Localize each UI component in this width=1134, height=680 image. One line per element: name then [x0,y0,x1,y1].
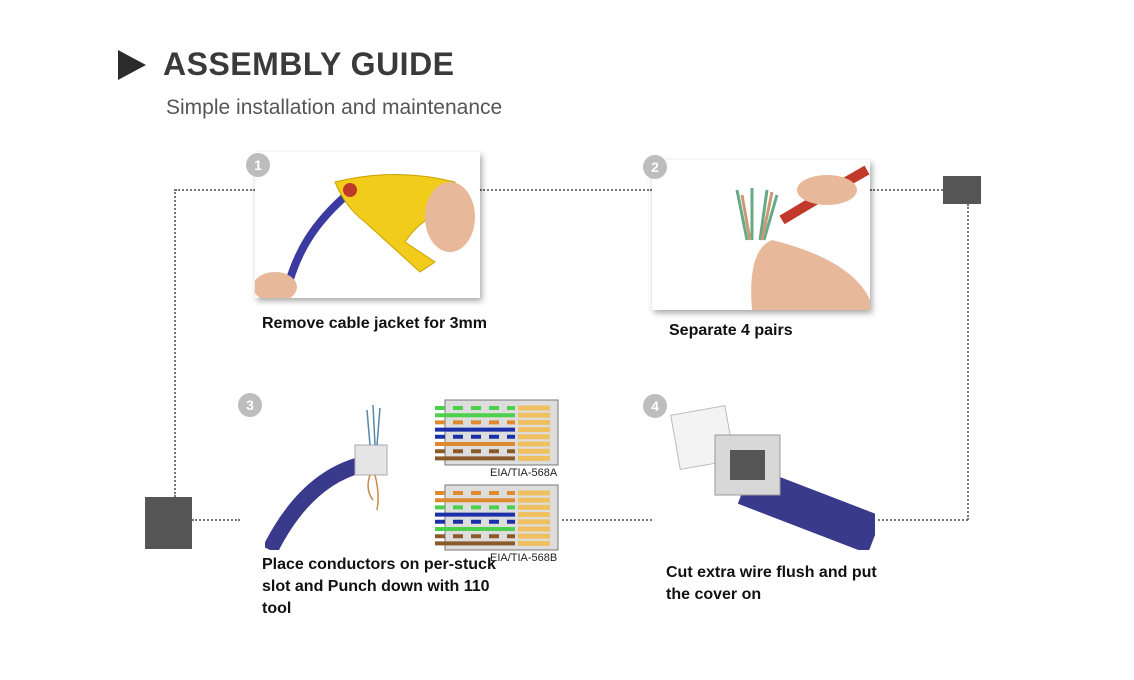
label-568a: EIA/TIA-568A [490,467,558,479]
separating-pairs-image [735,165,870,310]
step1-photo [255,152,480,298]
corner-square [943,176,981,204]
step-badge: 4 [643,394,667,418]
pin [518,519,550,525]
pin [518,533,550,539]
play-triangle-icon [118,50,146,80]
connector-line [192,519,240,521]
pin [518,455,550,461]
pin [518,504,550,510]
connector-line [174,189,176,497]
page-subtitle: Simple installation and maintenance [166,96,503,119]
connector-body [444,484,559,551]
connector-body [444,399,559,466]
pin [518,540,550,546]
step-badge: 3 [238,393,262,417]
pin [518,405,550,411]
pin [518,512,550,518]
wiring-diagrams [435,399,559,551]
connector-line [873,519,968,521]
connector-line [562,519,652,521]
pin [518,497,550,503]
pin [518,427,550,433]
pin [518,490,550,496]
connector-line [175,189,255,191]
finished-jack-image [670,405,875,550]
connector-line [480,189,652,191]
step-badge: 1 [246,153,270,177]
step4-caption: Cut extra wire flush and put the cover o… [666,564,877,603]
page-title: ASSEMBLY GUIDE [163,46,455,82]
keystone-jack-image [265,404,388,550]
pin [518,412,550,418]
pin [518,448,550,454]
corner-square [145,497,192,549]
step1-caption: Remove cable jacket for 3mm [262,315,487,332]
pin [518,441,550,447]
connector-line [870,189,943,191]
pin [518,434,550,440]
pin [518,526,550,532]
cable-stripper-image [255,174,475,298]
step2-caption: Separate 4 pairs [669,322,793,339]
step3-caption: Place conductors on per-stuck slot and P… [262,556,496,617]
step-badge: 2 [643,155,667,179]
step2-photo [652,160,870,310]
label-568b: EIA/TIA-568B [490,552,558,564]
pin [518,419,550,425]
connector-line [967,204,969,520]
